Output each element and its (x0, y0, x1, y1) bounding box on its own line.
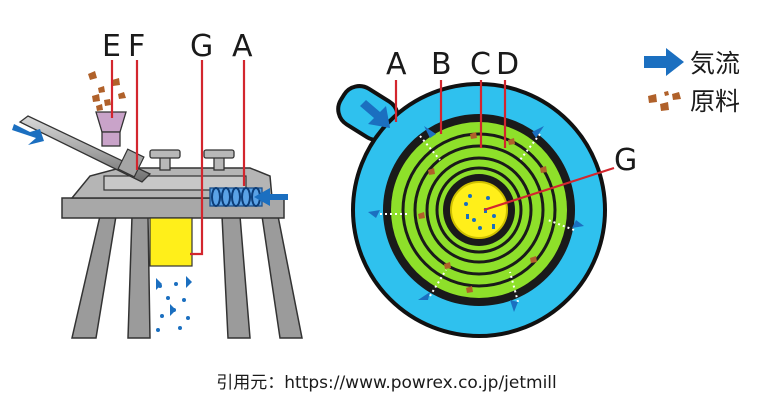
grinding-particles (418, 132, 547, 293)
label-G-top: G (614, 143, 637, 178)
discharged-particles (156, 276, 192, 332)
label-G: G (190, 29, 213, 64)
raw-material-particles (88, 71, 126, 111)
spiral-flow (401, 132, 557, 288)
label-A-top: A (386, 47, 407, 82)
air-inlet-arrow-right (254, 188, 288, 206)
legend: 気流 原料 (644, 48, 740, 116)
arrow-icon (644, 48, 684, 76)
label-C-top: C (470, 47, 491, 82)
inlet-airflow-arrow (360, 100, 390, 128)
top-knobs (149, 149, 235, 171)
side-view-diagram: E F G A (12, 29, 303, 339)
air-nozzle (209, 187, 263, 207)
leader-lines-right (394, 80, 615, 212)
feed-hopper (95, 111, 127, 147)
legend-material-label: 原料 (690, 87, 740, 116)
label-A: A (232, 29, 253, 64)
source-caption: 引用元：https://www.powrex.co.jp/jetmill (216, 373, 557, 393)
product-collector (149, 217, 193, 267)
label-E: E (102, 29, 121, 64)
leader-lines-left (110, 60, 246, 256)
label-D-top: D (496, 47, 519, 82)
feed-injector (18, 115, 152, 183)
nozzle-arrows (368, 126, 584, 312)
label-F: F (128, 29, 145, 64)
air-inlet-arrow-left (12, 124, 44, 145)
outlet-particles (464, 194, 496, 230)
legend-airflow-label: 気流 (690, 49, 740, 78)
label-B-top: B (431, 47, 452, 82)
jet-streaks (380, 133, 575, 303)
airflow-arrows-left (12, 124, 288, 206)
top-view-diagram: A B C D G (336, 47, 637, 338)
machine-legs (71, 215, 303, 339)
particles-icon (648, 91, 681, 111)
